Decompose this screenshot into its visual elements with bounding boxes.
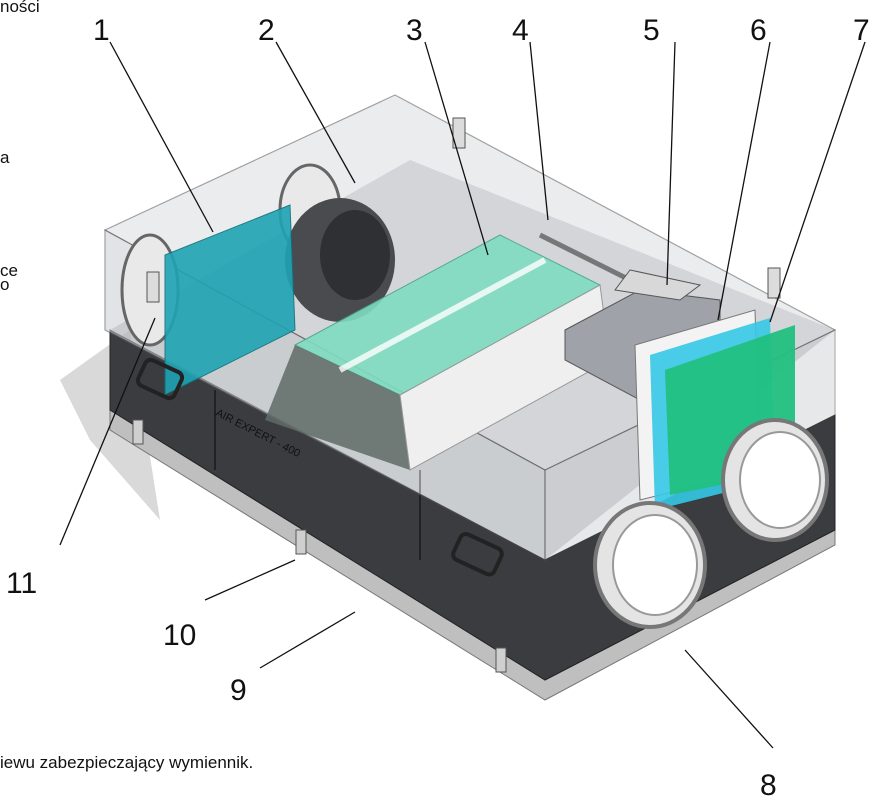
front-duct-left-inner: [612, 514, 698, 616]
leader-lines: [59, 41, 866, 749]
callout-7: 7: [853, 14, 870, 47]
callout-3: 3: [406, 14, 423, 47]
bypass-rail: [538, 232, 642, 288]
side-text-3: ce: [0, 261, 18, 280]
bracket-right: [767, 267, 781, 299]
front-duct-right-inner: [739, 431, 821, 529]
callout-6: 6: [750, 14, 767, 47]
filter-panel-teal: [164, 204, 296, 396]
side-text-2: a: [0, 148, 10, 167]
latch-3: [495, 647, 507, 673]
callout-11: 11: [6, 567, 37, 600]
heat-exchanger-front: [265, 345, 410, 470]
callout-2: 2: [258, 14, 275, 47]
callout-8: 8: [760, 769, 777, 802]
callout-10: 10: [163, 619, 196, 652]
bracket-11: [146, 271, 160, 303]
callout-5: 5: [643, 14, 660, 47]
front-handle: [451, 531, 504, 577]
left-handle: [135, 357, 185, 401]
bracket-top: [452, 117, 466, 149]
callout-1: 1: [93, 14, 110, 47]
callout-4: 4: [512, 14, 529, 47]
side-text-4: o: [0, 275, 9, 294]
latch-1: [132, 419, 144, 445]
callout-9: 9: [230, 674, 247, 707]
caption-fragment: iewu zabezpieczający wymiennik.: [0, 753, 253, 772]
fan-motor-face: [320, 210, 390, 300]
bypass-damper: [614, 269, 702, 301]
heat-exchanger-band: [338, 257, 547, 373]
side-text-1: ności: [0, 0, 40, 16]
latch-2: [295, 529, 307, 555]
